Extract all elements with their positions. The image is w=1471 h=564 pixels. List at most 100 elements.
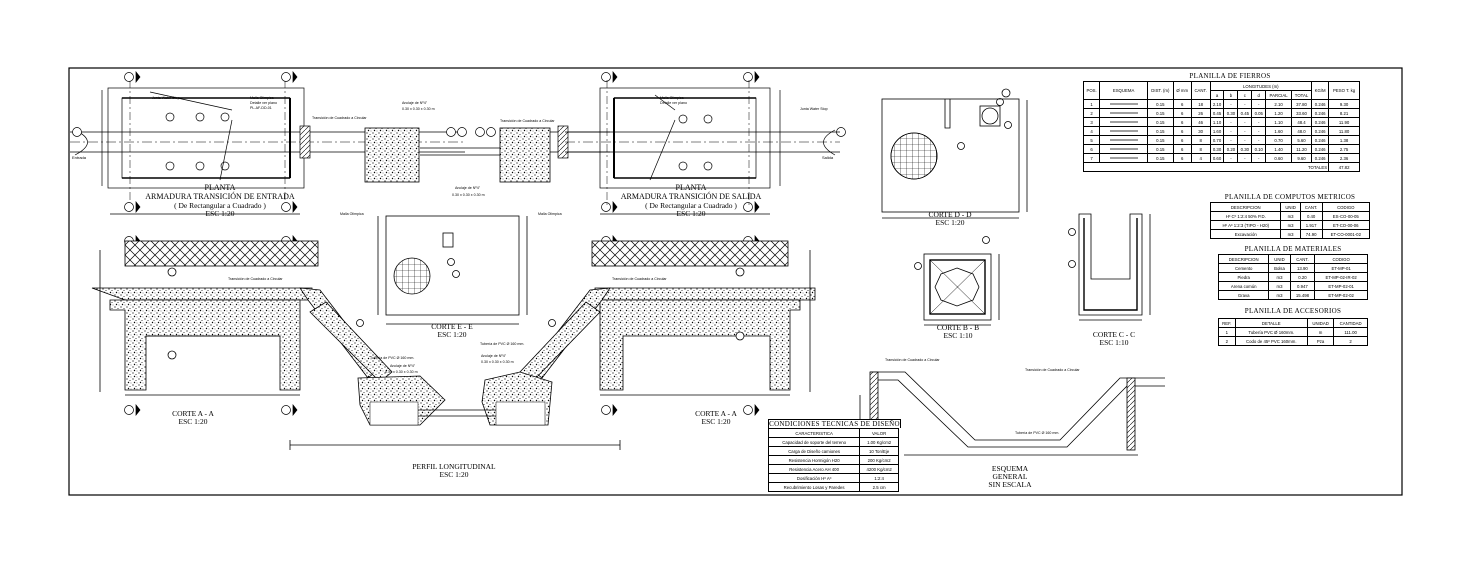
fierros-row-cell: 0.30: [1209, 144, 1225, 154]
fierros-row-cell: 0.60: [1209, 153, 1225, 163]
anchor-block-plan-left: [364, 127, 420, 183]
fierros-row-cell: -: [1223, 117, 1239, 127]
section-cc-view: [1068, 213, 1151, 321]
fierros-subheader: c: [1237, 90, 1253, 100]
accesorios-row-cell: 2: [1333, 336, 1368, 346]
section-aa-right-scale: ESC 1:20: [701, 417, 731, 426]
accesorios-header: UNIDAD: [1306, 318, 1335, 328]
rebar-scheme-icon: [1099, 144, 1148, 154]
condiciones-row-cell: 2.5 cm: [859, 482, 899, 492]
sheet-border: [68, 67, 1403, 496]
section-dd-view: [881, 88, 1028, 219]
condiciones-row-cell: 1.00 Kg/cm2: [859, 437, 899, 447]
section-marker-icons: [72, 71, 846, 416]
fierros-row-cell: 0.246: [1311, 108, 1330, 118]
schedule-condiciones-table: CARACTERISTICA VALOR Capacidad de soport…: [767, 428, 899, 492]
computos-header: UNID: [1280, 202, 1301, 212]
computos-row-cell: ET-CO-00-06: [1321, 220, 1371, 230]
materiales-row-cell: Cemento: [1217, 263, 1270, 273]
fierros-row-cell: 0.45: [1237, 108, 1253, 118]
condiciones-row-cell: 200 Kg/cm2: [859, 455, 899, 465]
fierros-row-cell: 1.10: [1209, 117, 1225, 127]
section-aa-left-scale: ESC 1:20: [178, 417, 208, 426]
fierros-header-dist: DIST. (m): [1146, 81, 1174, 100]
computos-row-cell: ES-CO-00-05: [1321, 211, 1371, 221]
note-mesh-left: Malla Olimpica: [250, 96, 274, 100]
computos-row-cell: ET-CO-0001-02: [1321, 229, 1371, 239]
fierros-row-cell: -: [1223, 99, 1239, 109]
section-ee-view: [377, 215, 528, 325]
fierros-row-cell: 2: [1082, 108, 1101, 118]
scheme-scale: SIN ESCALA: [988, 480, 1032, 489]
accesorios-row-cell: Pza: [1306, 336, 1335, 346]
fierros-row-cell: 0.246: [1311, 126, 1330, 136]
note-mesh-detail-left: Detalle ver plano: [250, 101, 277, 105]
fierros-row-cell: -: [1251, 135, 1267, 145]
materiales-row-cell: 15.498: [1289, 290, 1316, 300]
condiciones-row-cell: Carga de Diseño camiones: [767, 446, 861, 456]
accesorios-row-cell: Tubería PVC Ø 160mm.: [1234, 327, 1308, 337]
note-water-stop-right: Junta Water Stop: [800, 107, 828, 111]
fierros-row-cell: 1.60: [1209, 126, 1225, 136]
fierros-row-cell: 48.0: [1290, 126, 1313, 136]
materiales-header: DESCRIPCION: [1217, 254, 1270, 264]
condiciones-header: VALOR: [859, 428, 899, 438]
materiales-header: CODIGO: [1314, 254, 1368, 264]
fierros-row-cell: 11.20: [1290, 144, 1313, 154]
condiciones-row-cell: 1:2:4: [859, 473, 899, 483]
computos-header: CANT.: [1299, 202, 1323, 212]
note-pipe-right: Tubería de PVC Ø 160 mm.: [480, 342, 524, 346]
note-transition-plan: Transición de Cuadrado a Circular: [312, 116, 367, 120]
materiales-row-cell: Piedra: [1217, 272, 1270, 282]
fierros-header-lengths: LONGITUDES (m): [1209, 81, 1313, 91]
section-ee-scale: ESC 1:20: [437, 330, 467, 339]
fierros-row-cell: 9.30: [1328, 99, 1360, 109]
computos-row-cell: 1.917: [1299, 220, 1323, 230]
fierros-row-cell: -: [1251, 99, 1267, 109]
note-mesh-section-left: Malla Olimpica: [340, 212, 364, 216]
materiales-row-cell: 0.20: [1289, 272, 1316, 282]
note-anchor-profile-dims: 0.30 x 0.30 x 0.30 m: [385, 370, 418, 374]
fierros-row-cell: 37.80: [1290, 99, 1313, 109]
computos-row-cell: Excavación: [1209, 229, 1282, 239]
fierros-row-cell: -: [1251, 117, 1267, 127]
condiciones-row-cell: Resistencia Acero AH 400: [767, 464, 861, 474]
rebar-scheme-icon: [1099, 135, 1148, 145]
accesorios-row-cell: 2: [1218, 336, 1236, 346]
section-cc-title: CORTE C - C: [1092, 330, 1136, 339]
rebar-scheme-icon: [1099, 108, 1148, 118]
plan-entry-scale: ESC 1:20: [205, 209, 235, 218]
fierros-row-cell: 48.4: [1290, 117, 1313, 127]
plan-exit-note: ( De Rectangular a Cuadrado ): [645, 201, 737, 210]
fierros-row-cell: 6: [1082, 144, 1101, 154]
fierros-row-cell: 0.246: [1311, 135, 1330, 145]
note-pipe-left: Tubería de PVC Ø 160 mm.: [370, 356, 414, 360]
fierros-row-cell: -: [1251, 126, 1267, 136]
fierros-row-cell: 2.36: [1328, 153, 1360, 163]
computos-row-cell: m3: [1280, 229, 1301, 239]
accesorios-row-cell: m: [1306, 327, 1335, 337]
scheme-general-view: [859, 371, 1165, 456]
schedule-accesorios-title: PLANILLA DE ACCESORIOS: [1244, 307, 1342, 315]
fierros-header-kgm: KG/M: [1311, 81, 1330, 100]
scheme-title: ESQUEMA: [991, 464, 1029, 473]
note-transition-plan-2: Transición de Cuadrado a Circular: [500, 119, 555, 123]
fierros-row-cell: 5: [1082, 135, 1101, 145]
plan-exit-view: [565, 80, 840, 215]
note-anchor-plan: Anclaje de Nº4": [402, 101, 428, 105]
fierros-subheader: TOTAL: [1290, 90, 1313, 100]
fierros-row-cell: 0.15: [1146, 144, 1174, 154]
materiales-row-cell: ET-MP-02-IR-02: [1314, 272, 1368, 282]
condiciones-row-cell: Recubrimiento Losas y Paredes: [767, 482, 861, 492]
materiales-row-cell: m3: [1268, 272, 1291, 282]
fierros-row-cell: 6: [1172, 126, 1192, 136]
